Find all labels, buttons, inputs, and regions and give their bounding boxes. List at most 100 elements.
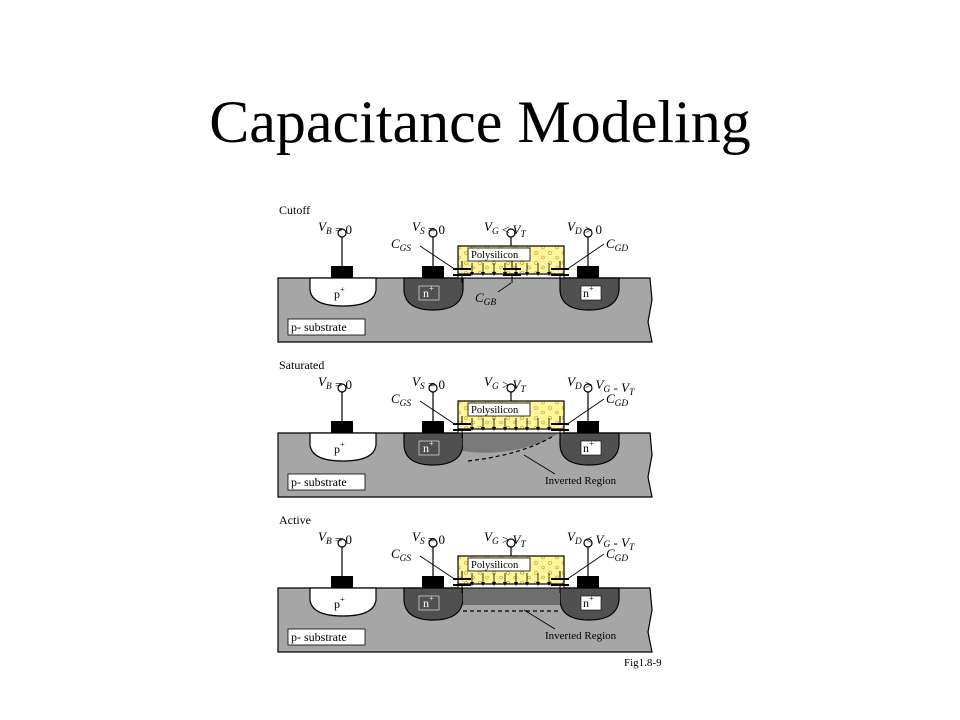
vs-label: VS = 0 [412, 374, 445, 392]
n-plus-source [403, 432, 464, 466]
substrate-label-box [287, 628, 366, 646]
n-plus-source-label: n+ [423, 594, 434, 610]
substrate-label-box [287, 473, 366, 491]
vg-label: VG > VT [484, 374, 527, 395]
drain-label-box [580, 440, 602, 456]
p-plus-label: p+ [334, 440, 345, 456]
cgs-leader [419, 400, 457, 426]
polysilicon-label: Polysilicon [471, 250, 519, 261]
terminal-node [506, 538, 516, 548]
field-arrowhead [547, 582, 551, 586]
source-label-box [418, 440, 440, 456]
vb-label: VB = 0 [318, 219, 352, 237]
substrate-label-box [287, 318, 366, 336]
vg-label: VG > VT [484, 529, 527, 550]
terminal-node [428, 538, 438, 548]
substrate-label: p- substrate [291, 630, 347, 644]
terminal-node [337, 538, 347, 548]
field-arrowhead [481, 272, 485, 276]
vs-label: VS = 0 [412, 529, 445, 547]
field-arrowhead [547, 272, 551, 276]
field-arrowhead [503, 582, 507, 586]
field-arrowhead [525, 272, 529, 276]
figure-id: Fig1.8-9 [624, 657, 662, 669]
p-plus-region [309, 432, 377, 462]
cgd-label: CGD [606, 391, 628, 409]
substrate-label: p- substrate [291, 320, 347, 334]
substrate-label: p- substrate [291, 475, 347, 489]
cgb-label: CGB [475, 290, 496, 308]
vb-label: VB = 0 [318, 529, 352, 547]
cgs-label: CGS [391, 391, 411, 409]
n-plus-source [403, 277, 464, 311]
panel-name: Saturated [279, 358, 324, 372]
terminal-node [428, 228, 438, 238]
source-contact [422, 576, 444, 588]
inverted-region-label: Inverted Region [545, 475, 617, 487]
cgs-leader [419, 245, 457, 271]
terminal-node [583, 228, 593, 238]
polysilicon-label: Polysilicon [471, 560, 519, 571]
vd-label: VD > 0 [567, 219, 602, 237]
panel-name: Active [279, 513, 311, 527]
cgs-label: CGS [391, 236, 411, 254]
terminal-node [506, 228, 516, 238]
inverted-region-leader [523, 454, 556, 475]
field-arrowhead [525, 427, 529, 431]
cgd-leader [565, 398, 605, 426]
drain-label-box [580, 285, 602, 301]
slide-title: Capacitance Modeling [209, 89, 751, 155]
field-arrowhead [536, 582, 540, 586]
field-arrowhead [481, 582, 485, 586]
polysilicon-label-box [467, 557, 531, 572]
field-arrowhead [492, 427, 496, 431]
field-arrowhead [536, 272, 540, 276]
source-label-box [418, 285, 440, 301]
source-contact [422, 421, 444, 433]
inverted-region-label: Inverted Region [545, 630, 617, 642]
field-arrowhead [514, 427, 518, 431]
field-arrowhead [547, 427, 551, 431]
drain-label-box [580, 595, 602, 611]
cgd-label: CGD [606, 546, 628, 564]
vb-label: VB = 0 [318, 374, 352, 392]
field-arrowhead [470, 427, 474, 431]
polysilicon-label-box [467, 247, 531, 262]
bulk-contact [331, 266, 353, 278]
field-arrowhead [492, 272, 496, 276]
n-plus-drain-label: n+ [583, 439, 594, 455]
bulk-contact [331, 421, 353, 433]
p-plus-region [309, 277, 377, 307]
terminal-node [337, 228, 347, 238]
polysilicon-label-box [467, 402, 531, 417]
terminal-node [583, 538, 593, 548]
vd-label: VD < VG - VT [567, 529, 635, 553]
drain-contact [577, 266, 599, 278]
depletion-edge [467, 436, 553, 462]
inverted-channel [463, 433, 560, 453]
cgs-label: CGS [391, 546, 411, 564]
cgs-leader [419, 555, 457, 581]
source-label-box [418, 595, 440, 611]
cgb-leader [497, 282, 512, 293]
terminal-node [428, 383, 438, 393]
terminal-node [583, 383, 593, 393]
polysilicon-label: Polysilicon [471, 405, 519, 416]
vs-label: VS = 0 [412, 219, 445, 237]
p-plus-label: p+ [334, 285, 345, 301]
gate-oxide [457, 428, 565, 434]
cgd-label: CGD [606, 236, 628, 254]
source-contact [422, 266, 444, 278]
field-arrowhead [503, 427, 507, 431]
terminal-node [506, 383, 516, 393]
n-plus-source [403, 587, 464, 621]
cgd-leader [565, 553, 605, 581]
n-plus-drain-label: n+ [583, 284, 594, 300]
field-arrowhead [481, 427, 485, 431]
field-arrowhead [536, 427, 540, 431]
cgd-leader [565, 243, 605, 271]
field-arrowhead [470, 582, 474, 586]
